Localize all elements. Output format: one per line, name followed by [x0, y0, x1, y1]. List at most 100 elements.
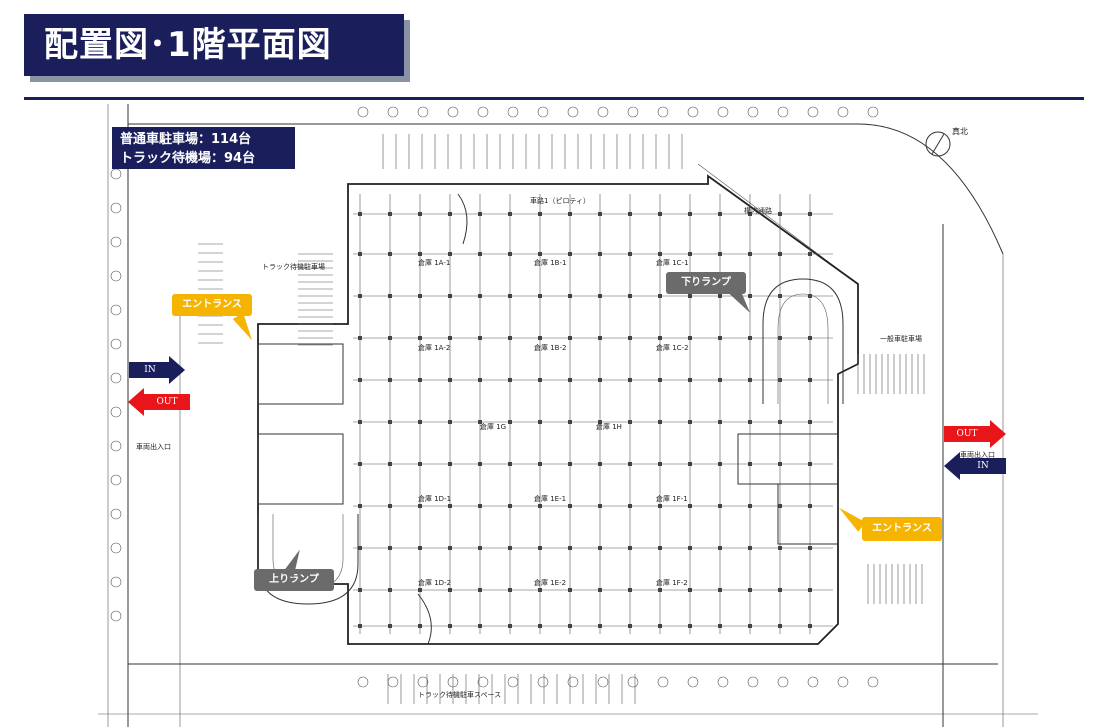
- structural-column: [628, 504, 632, 508]
- structural-column: [388, 546, 392, 550]
- structural-column: [418, 212, 422, 216]
- structural-column: [598, 252, 602, 256]
- structural-column: [508, 504, 512, 508]
- grid-bubble: [537, 106, 549, 118]
- entrance-right-label: エントランス: [872, 523, 932, 534]
- structural-column: [568, 336, 572, 340]
- structural-column: [508, 420, 512, 424]
- truck-wait-bottom-label: トラック待機駐車スペース: [418, 691, 502, 699]
- structural-column: [418, 378, 422, 382]
- structural-column: [658, 252, 662, 256]
- structural-column: [418, 546, 422, 550]
- structural-column: [388, 504, 392, 508]
- structural-column: [688, 504, 692, 508]
- grid-bubble: [110, 372, 122, 384]
- grid-bubble: [537, 676, 549, 688]
- structural-column: [478, 252, 482, 256]
- entrance-right-callout: エントランス: [835, 503, 942, 541]
- structural-column: [778, 504, 782, 508]
- structural-column: [718, 504, 722, 508]
- structural-column: [418, 504, 422, 508]
- structural-column: [388, 212, 392, 216]
- structural-column: [688, 252, 692, 256]
- structural-column: [628, 212, 632, 216]
- structural-column: [448, 378, 452, 382]
- grid-bubble: [477, 106, 489, 118]
- structural-column: [718, 588, 722, 592]
- structural-column: [748, 294, 752, 298]
- grid-bubble: [477, 676, 489, 688]
- grid-bubble: [110, 168, 122, 180]
- structural-column: [568, 252, 572, 256]
- structural-column: [808, 546, 812, 550]
- structural-column: [598, 504, 602, 508]
- page-title: 配置図･1階平面図: [24, 14, 404, 76]
- structural-column: [748, 504, 752, 508]
- structural-column: [568, 378, 572, 382]
- structural-column: [358, 588, 362, 592]
- structural-column: [718, 212, 722, 216]
- grid-bubble: [747, 106, 759, 118]
- grid-bubble: [417, 106, 429, 118]
- structural-column: [508, 212, 512, 216]
- warehouse-1f1-label: 倉庫 1F-1: [656, 495, 688, 503]
- grid-bubble: [387, 676, 399, 688]
- grid-bubble: [687, 106, 699, 118]
- structural-column: [718, 420, 722, 424]
- structural-column: [508, 546, 512, 550]
- warehouse-1c1-label: 倉庫 1C-1: [656, 259, 689, 267]
- structural-column: [658, 504, 662, 508]
- structural-column: [688, 212, 692, 216]
- structural-column: [628, 336, 632, 340]
- structural-column: [448, 588, 452, 592]
- structural-column: [808, 212, 812, 216]
- grid-bubble: [627, 676, 639, 688]
- north-arrow-circle: [925, 131, 951, 157]
- grid-bubble: [110, 338, 122, 350]
- structural-column: [358, 336, 362, 340]
- warehouse-1c2-label: 倉庫 1C-2: [656, 344, 689, 352]
- structural-column: [568, 588, 572, 592]
- floor-plan-drawing: [98, 104, 1038, 727]
- grid-bubble: [110, 610, 122, 622]
- structural-column: [748, 546, 752, 550]
- structural-column: [418, 294, 422, 298]
- structural-column: [628, 546, 632, 550]
- structural-column: [778, 546, 782, 550]
- grid-bubble: [110, 542, 122, 554]
- structural-column: [448, 546, 452, 550]
- structural-column: [598, 420, 602, 424]
- structural-column: [358, 546, 362, 550]
- structural-column: [478, 546, 482, 550]
- warehouse-1f2-label: 倉庫 1F-2: [656, 579, 688, 587]
- structural-column: [388, 378, 392, 382]
- structural-column: [628, 588, 632, 592]
- structural-column: [748, 588, 752, 592]
- warehouse-1g-label: 倉庫 1G: [480, 423, 507, 431]
- right-in-label: IN: [977, 461, 989, 471]
- northeast-curve: [857, 123, 1004, 255]
- structural-column: [538, 420, 542, 424]
- grid-bubble: [807, 106, 819, 118]
- structural-column: [568, 546, 572, 550]
- structural-column: [478, 378, 482, 382]
- site-road-label: 構内通路: [744, 207, 772, 215]
- structural-column: [538, 588, 542, 592]
- vehicle-entrance-left-label: 車両出入口: [136, 443, 171, 451]
- structural-column: [808, 336, 812, 340]
- grid-bubble: [567, 106, 579, 118]
- structural-column: [538, 378, 542, 382]
- grid-bubble: [110, 236, 122, 248]
- structural-column: [808, 624, 812, 628]
- ramp-down-callout: 下りランプ: [666, 272, 755, 317]
- structural-column: [628, 462, 632, 466]
- structural-column: [418, 588, 422, 592]
- structural-column: [358, 624, 362, 628]
- stair-north: [457, 193, 468, 245]
- structural-column: [508, 588, 512, 592]
- grid-bubble: [837, 106, 849, 118]
- warehouse-1b1-label: 倉庫 1B-1: [534, 259, 567, 267]
- building-outline: [257, 174, 859, 645]
- structural-column: [658, 588, 662, 592]
- structural-column: [388, 252, 392, 256]
